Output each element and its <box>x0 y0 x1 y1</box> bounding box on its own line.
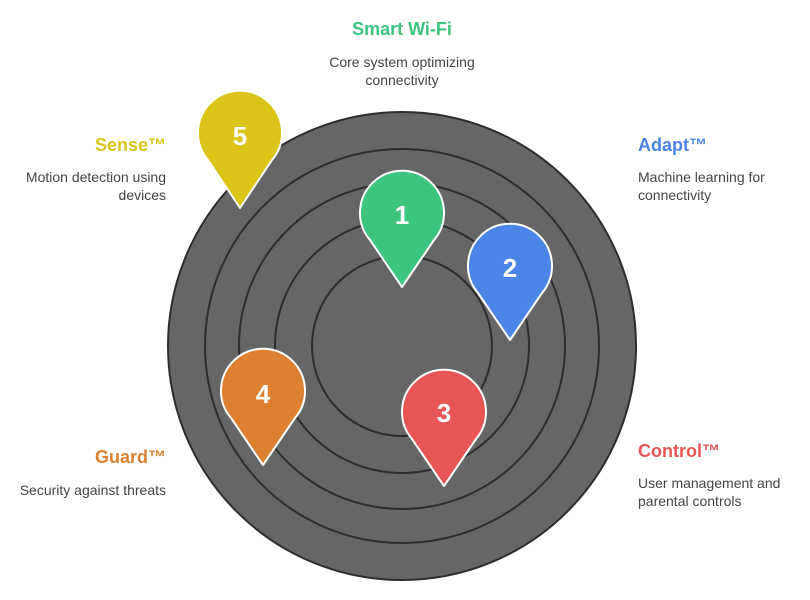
ring-4 <box>204 148 600 544</box>
marker-4: 4 <box>220 347 306 466</box>
marker-2: 2 <box>467 222 553 341</box>
pin-2-number: 2 <box>503 253 517 283</box>
guard-title: Guard™ <box>94 447 166 467</box>
pin-3-shape <box>401 368 487 487</box>
sense-title: Sense™ <box>94 135 166 155</box>
pin-2-shape <box>467 222 553 341</box>
label-control: Control™ User management and parental co… <box>638 440 806 510</box>
adapt-title: Adapt™ <box>638 135 707 155</box>
pin-3-number: 3 <box>437 398 451 428</box>
marker-1: 1 <box>359 169 445 288</box>
smart-wifi-title: Smart Wi-Fi <box>352 19 452 39</box>
marker-3: 3 <box>401 368 487 487</box>
pin-5-number: 5 <box>233 121 247 151</box>
sense-description: Motion detection using devices <box>25 169 166 203</box>
label-adapt: Adapt™ Machine learning for connectivity <box>638 134 788 204</box>
pin-4-shape <box>220 347 306 466</box>
pin-1-shape <box>359 169 445 288</box>
control-title: Control™ <box>638 441 720 461</box>
label-sense: Sense™ Motion detection using devices <box>4 134 166 204</box>
control-description: User management and parental controls <box>638 475 781 509</box>
pin-5-shape <box>197 89 283 209</box>
adapt-description: Machine learning for connectivity <box>638 169 765 203</box>
smart-wifi-description: Core system optimizing connectivity <box>329 54 475 88</box>
label-guard: Guard™ Security against threats <box>4 446 166 499</box>
label-smart-wifi: Smart Wi-Fi Core system optimizing conne… <box>300 18 504 89</box>
pin-1-number: 1 <box>395 200 409 230</box>
guard-description: Security against threats <box>19 482 166 498</box>
pin-4-number: 4 <box>256 379 271 409</box>
marker-5: 5 <box>197 89 283 209</box>
